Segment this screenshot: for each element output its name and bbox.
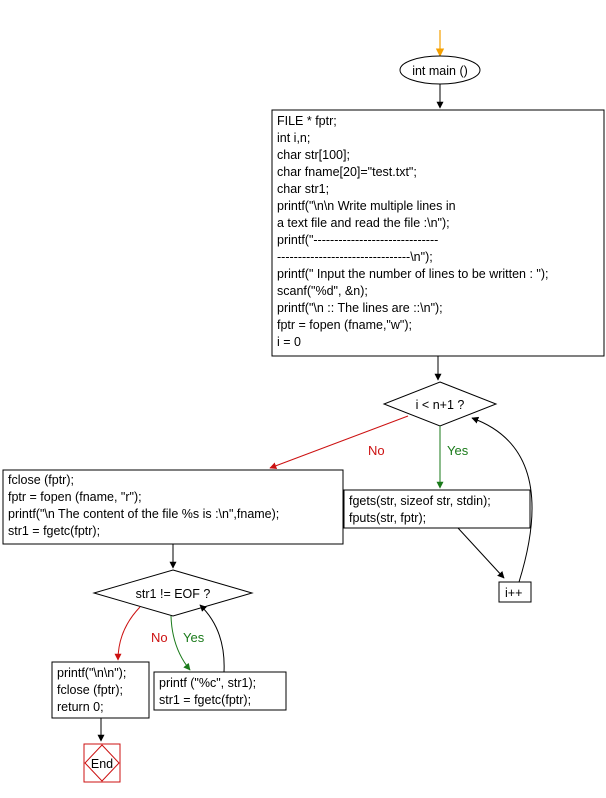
finish-line: printf("\n\n"); [57,666,126,680]
eof-no-label: No [151,630,168,645]
end-node: End [83,743,121,783]
init-line: FILE * fptr; [277,114,337,128]
finish-line: fclose (fptr); [57,683,123,697]
eof-yes-label: Yes [183,630,205,645]
start-node: int main () [399,55,481,85]
edge-eof-yes [170,615,191,671]
loop-body-block: fgets(str, sizeof str, stdin); fputs(str… [343,489,531,529]
edge-body-to-increment [457,527,505,579]
read-line: fptr = fopen (fname, "r"); [8,490,142,504]
read-block: fclose (fptr); fptr = fopen (fname, "r")… [2,469,344,545]
init-line: i = 0 [277,335,301,349]
init-line: scanf("%d", &n); [277,284,368,298]
init-line: char fname[20]="test.txt"; [277,165,417,179]
init-line: printf(" Input the number of lines to be… [277,267,549,281]
loop-condition-label: i < n+1 ? [416,398,465,412]
eof-decision: str1 != EOF ? [92,569,254,617]
loop-body-line: fputs(str, fptr); [349,511,426,525]
init-line: fptr = fopen (fname,"w"); [277,318,412,332]
init-line: a text file and read the file :\n"); [277,216,450,230]
init-block: FILE * fptr; int i,n; char str[100]; cha… [271,109,605,357]
edge-print-to-eof [199,604,225,673]
increment-label: i++ [505,586,522,600]
loop-yes-label: Yes [447,443,469,458]
init-line: char str[100]; [277,148,350,162]
finish-block: printf("\n\n"); fclose (fptr); return 0; [51,661,150,719]
loop-decision: i < n+1 ? [382,381,498,427]
finish-line: return 0; [57,700,104,714]
end-label: End [91,757,113,771]
read-line: printf("\n The content of the file %s is… [8,507,279,521]
init-line: printf("------------------------------ [277,233,438,247]
edge-loop-no [269,415,409,470]
edge-eof-no [114,606,141,661]
eof-condition-label: str1 != EOF ? [136,587,211,601]
print-line: printf ("%c", str1); [159,676,256,690]
init-line: char str1; [277,182,329,196]
increment-block: i++ [498,581,532,603]
init-line: int i,n; [277,131,310,145]
print-block: printf ("%c", str1); str1 = fgetc(fptr); [153,671,287,711]
read-line: fclose (fptr); [8,473,74,487]
init-line: printf("\n :: The lines are ::\n"); [277,301,443,315]
read-line: str1 = fgetc(fptr); [8,524,100,538]
start-label: int main () [412,64,468,78]
edge-increment-to-loop [471,416,533,583]
init-line: printf("\n\n Write multiple lines in [277,199,456,213]
init-line: --------------------------------\n"); [277,250,433,264]
loop-no-label: No [368,443,385,458]
print-line: str1 = fgetc(fptr); [159,693,251,707]
loop-body-line: fgets(str, sizeof str, stdin); [349,494,491,508]
